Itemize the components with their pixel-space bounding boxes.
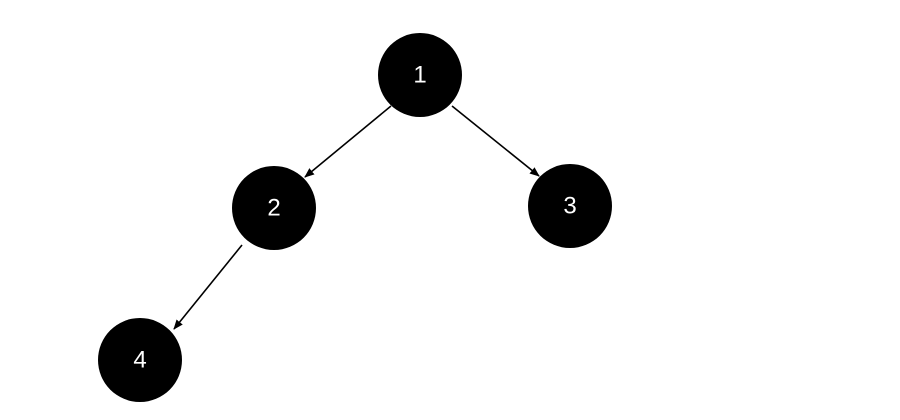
edge-1-3	[451, 105, 540, 177]
edge-2-4	[173, 244, 243, 330]
node-1-circle	[378, 33, 462, 117]
node-4-label: 4	[133, 347, 146, 374]
nodes: 1 2 3 4	[98, 33, 612, 402]
edge-1-2	[304, 105, 392, 178]
node-3-circle	[528, 164, 612, 248]
node-3-label: 3	[563, 193, 576, 220]
edges	[173, 105, 540, 330]
node-3: 3	[528, 164, 612, 248]
node-1: 1	[378, 33, 462, 117]
node-2-circle	[232, 166, 316, 250]
node-4-circle	[98, 318, 182, 402]
node-2-label: 2	[267, 195, 280, 222]
node-2: 2	[232, 166, 316, 250]
node-1-label: 1	[413, 62, 426, 89]
node-4: 4	[98, 318, 182, 402]
